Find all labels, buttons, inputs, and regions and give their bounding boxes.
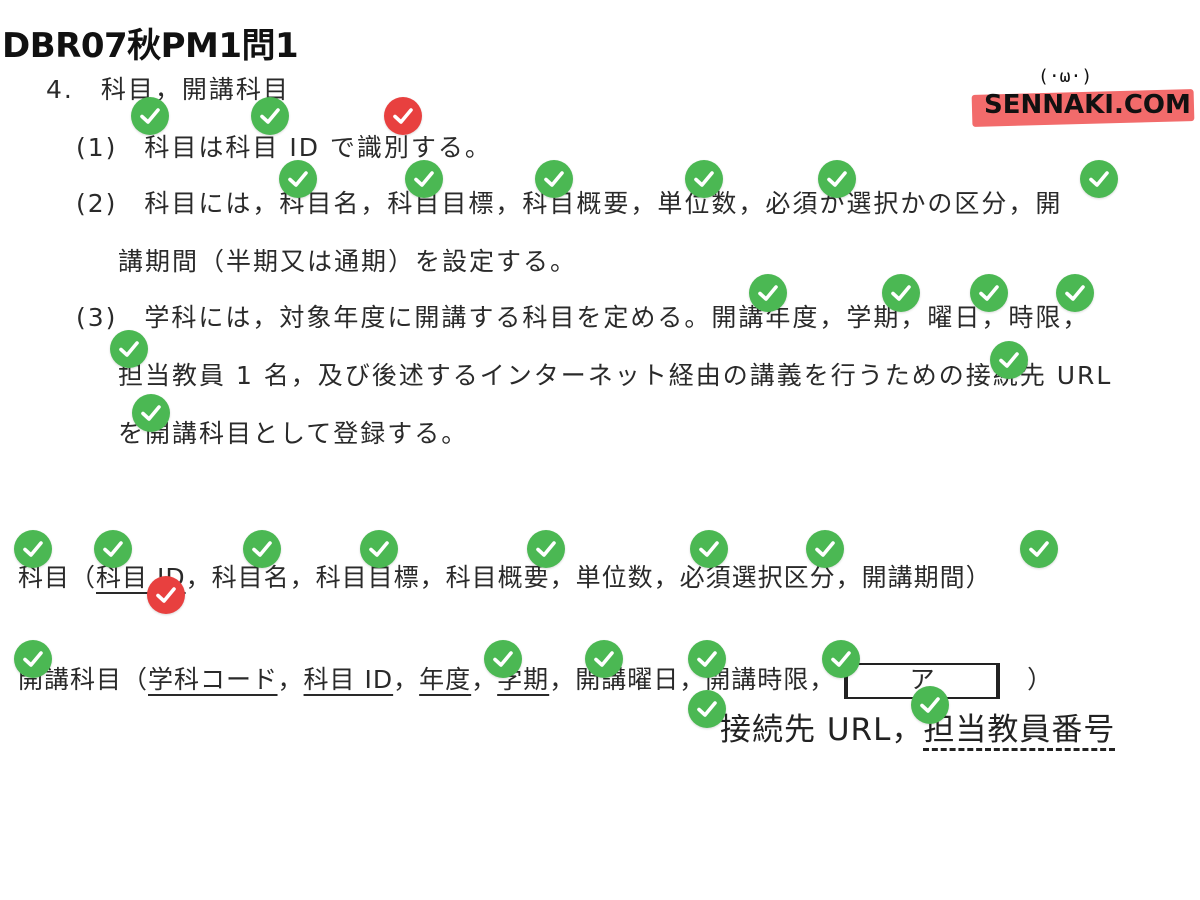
relation-schema-kaikou-kamoku: 開講科目（学科コード，科目 ID，年度，学期，開講曜日，開講時限， ア ） <box>18 660 1053 699</box>
requirement-3-line1: (3) 学科には，対象年度に開講する科目を定める。開講年度，学期，曜日，時限， <box>76 303 1090 332</box>
correct-check-icon <box>279 160 317 198</box>
correct-check-icon <box>685 160 723 198</box>
closing-paren: ） <box>1027 665 1054 694</box>
correct-check-icon <box>1056 274 1094 312</box>
answer-text: 接続先 URL，担当教員番号 <box>720 704 1115 749</box>
correct-check-icon <box>911 686 949 724</box>
primary-key-attribute: 科目 ID <box>303 665 394 694</box>
correct-check-icon <box>806 530 844 568</box>
logo-face: (·ω·) <box>1038 66 1093 87</box>
correct-check-icon <box>970 274 1008 312</box>
primary-key-attribute: 年度 <box>419 665 472 694</box>
correct-check-icon <box>688 640 726 678</box>
correct-check-icon <box>484 640 522 678</box>
correct-check-icon <box>818 160 856 198</box>
correct-check-icon <box>527 530 565 568</box>
requirement-1: (1) 科目は科目 ID で識別する。 <box>76 133 492 162</box>
requirement-2-line2: 講期間（半期又は通期）を設定する。 <box>118 247 578 276</box>
requirement-3-line2: 担当教員 1 名，及び後述するインターネット経由の講義を行うための接続先 URL <box>118 361 1113 390</box>
correct-check-icon <box>882 274 920 312</box>
relation-schema-kamoku: 科目（科目 ID，科目名，科目目標，科目概要，単位数，必須選択区分，開講期間） <box>18 558 992 594</box>
incorrect-check-icon <box>147 576 185 614</box>
correct-check-icon <box>251 97 289 135</box>
answer-prefix: 接続先 URL， <box>720 712 924 748</box>
correct-check-icon <box>132 394 170 432</box>
correct-check-icon <box>990 341 1028 379</box>
logo-text: SENNAKI.COM <box>984 90 1191 120</box>
correct-check-icon <box>405 160 443 198</box>
correct-check-icon <box>1020 530 1058 568</box>
correct-check-icon <box>243 530 281 568</box>
correct-check-icon <box>131 97 169 135</box>
primary-key-attribute: 学科コード <box>148 665 278 694</box>
incorrect-check-icon <box>384 97 422 135</box>
correct-check-icon <box>110 330 148 368</box>
correct-check-icon <box>94 530 132 568</box>
page-title: DBR07秋PM1問1 <box>2 26 299 66</box>
foreign-key-attribute: 担当教員番号 <box>923 712 1116 748</box>
requirement-2-line1: (2) 科目には，科目名，科目目標，科目概要，単位数，必須か選択かの区分，開 <box>76 189 1063 218</box>
correct-check-icon <box>535 160 573 198</box>
correct-check-icon <box>14 530 52 568</box>
correct-check-icon <box>360 530 398 568</box>
correct-check-icon <box>1080 160 1118 198</box>
correct-check-icon <box>749 274 787 312</box>
correct-check-icon <box>14 640 52 678</box>
sennaki-logo: (·ω·) SENNAKI.COM <box>968 62 1198 132</box>
correct-check-icon <box>822 640 860 678</box>
requirement-3-line3: を開講科目として登録する。 <box>118 419 469 448</box>
attribute-list: ，科目名，科目目標，科目概要，単位数，必須選択区分，開講期間） <box>185 563 992 592</box>
correct-check-icon <box>585 640 623 678</box>
correct-check-icon <box>688 690 726 728</box>
section-heading: 4. 科目，開講科目 <box>46 75 290 104</box>
correct-check-icon <box>690 530 728 568</box>
